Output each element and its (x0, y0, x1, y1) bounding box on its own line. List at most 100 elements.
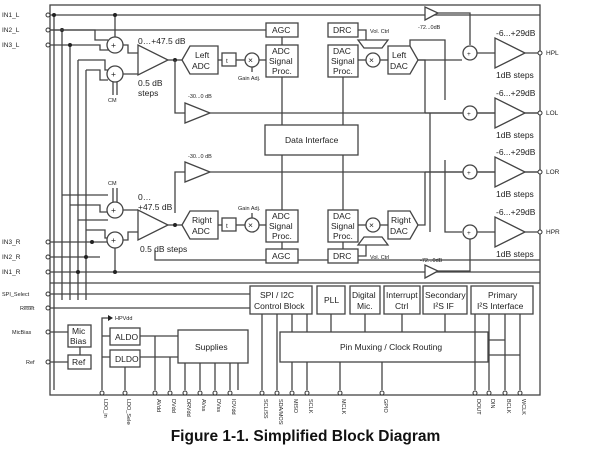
left-pga: 0…+47.5 dB 0.5 dB steps (123, 36, 186, 98)
dac-proc-label: Signal (331, 56, 355, 66)
pin-label-spi-select: SPI_Select (2, 292, 30, 298)
ref-label: Ref (72, 357, 86, 367)
bypass-amp-top: -72...0dB (418, 5, 471, 45)
adc-proc-label: Signal (269, 221, 293, 231)
pin-scl-ss (259, 390, 265, 396)
cm-label-top: CM (108, 98, 117, 104)
pin-label-in2-l: IN2_L (2, 27, 20, 34)
left-adc-label-2: ADC (192, 61, 210, 71)
figure-caption: Figure 1-1. Simplified Block Diagram (170, 428, 441, 445)
pin-label-mclk: MCLK (340, 399, 346, 415)
pin-avdd (152, 390, 158, 396)
pin-miso (289, 390, 295, 396)
gain-adj-top: Gain Adj. (238, 76, 261, 82)
pga-gain-top: 0…+47.5 dB (138, 36, 186, 46)
pin-label-dout: DOUT (475, 399, 481, 415)
tpi-label: t (226, 223, 228, 230)
right-adc-label-1: Right (192, 215, 212, 225)
pin-ldo-in (99, 390, 105, 396)
pin-micbias (45, 329, 51, 335)
mult-symbol: × (248, 55, 253, 65)
hpvdd-label: HPVdd (115, 316, 132, 322)
lor-amp (494, 155, 527, 189)
right-adc-path: Right ADC t × Gain Adj. ADC Signal Proc.… (181, 155, 299, 264)
cm-label-bottom: CM (108, 181, 117, 187)
pin-label-scl-ss: SCL/SS (262, 399, 268, 419)
pin-label-drvdd: DRVdd (185, 399, 191, 417)
pin-lor (537, 169, 543, 175)
pin-dvdd (167, 390, 173, 396)
pin-hpl (537, 50, 543, 56)
out-steps-hpr: 1dB steps (496, 249, 534, 259)
pin-ref (45, 359, 51, 365)
vol-ctrl-mux-top (356, 39, 390, 49)
pin-reset (45, 305, 51, 311)
dac-proc-label: Proc. (333, 231, 353, 241)
block-diagram: IN1_L IN2_L IN3_L IN3_R IN2_R IN1_R + + … (2, 4, 560, 425)
mic-bias-label-1: Mic (72, 326, 86, 336)
pin-in3-r (45, 239, 51, 245)
tpi-block-top (221, 52, 237, 67)
pin-avss (197, 390, 203, 396)
out-steps-lor: 1dB steps (496, 189, 534, 199)
sum-symbol: + (111, 40, 116, 50)
secondary-i2s-block (422, 285, 468, 315)
pin-in3-l (45, 42, 51, 48)
vol-ctrl-top: Vol. Ctrl (370, 29, 389, 35)
mult-symbol: × (369, 220, 374, 230)
right-input-mixers: CM + + 0… +47.5 dB 0.5 dB steps (106, 181, 540, 261)
pin-label-in2-r: IN2_R (2, 254, 21, 261)
pin-dvss (212, 390, 218, 396)
pin-drvdd (182, 390, 188, 396)
primary-i2s-block (470, 285, 534, 315)
pga-steps-top-2: steps (138, 88, 158, 98)
hpr-amp (494, 215, 527, 249)
adc-proc-label: ADC (272, 46, 290, 56)
vol-ctrl-mux-bottom (356, 236, 390, 246)
pin-label-sclk: SCLK (307, 399, 313, 414)
pin-bclk (502, 390, 508, 396)
out-gain-hpl: -6...+29dB (496, 28, 536, 38)
pin-label-micbias: MicBias (12, 330, 32, 336)
right-adc-label-2: ADC (192, 226, 210, 236)
pin-in1-l (45, 12, 51, 18)
sum-symbol: + (111, 235, 116, 245)
dac-signal-proc-bottom (327, 209, 359, 243)
dac-proc-label: DAC (333, 211, 351, 221)
pin-label-avdd: AVdd (155, 399, 161, 412)
adc-proc-label: ADC (272, 211, 290, 221)
secondary-i2s-label-2: I²S IF (433, 301, 454, 311)
secondary-i2s-label-1: Secondary (425, 290, 466, 300)
pin-label-in3-r: IN3_R (2, 239, 21, 246)
pga-left-triangle (137, 43, 170, 77)
pin-label-sda-mosi: SDA/MOSI (277, 399, 283, 425)
spi-i2c-label-1: SPI / I2C (260, 290, 294, 300)
bypass-amp-top-triangle (424, 5, 440, 22)
out-steps-lol: 1dB steps (496, 130, 534, 140)
right-dac (387, 210, 419, 240)
data-interface-block (264, 124, 359, 156)
sum-symbol: + (467, 230, 471, 237)
bypass-gain-top: -72...0dB (418, 25, 441, 31)
interrupt-label-1: Interrupt (386, 290, 418, 300)
pin-label-dvss: DVss (215, 399, 221, 412)
primary-i2s-label-2: I²S Interface (477, 301, 524, 311)
pin-label-miso: MISO (292, 399, 298, 414)
pin-label-ldo-in: LDO_in (102, 399, 108, 418)
mult-symbol: × (248, 220, 253, 230)
pin-label-wclk: WCLK (520, 399, 526, 415)
input-pins-left: IN1_L IN2_L IN3_L (2, 12, 51, 49)
pin-hpr (537, 229, 543, 235)
mix-amp-top-triangle (184, 102, 212, 124)
mixamp-gain-top: -30...0 dB (188, 94, 212, 100)
sum-symbol: + (467, 111, 471, 118)
bypass-amp-bottom: -72...0dB (420, 232, 471, 280)
mic-bias-label-2: Bias (70, 336, 87, 346)
drc-label: DRC (333, 251, 351, 261)
left-dac-label-1: Left (392, 50, 407, 60)
pin-label-ref: Ref (26, 360, 35, 366)
left-dac-label-2: DAC (390, 61, 408, 71)
left-adc-label-1: Left (195, 50, 210, 60)
lol-amp (494, 96, 527, 130)
dac-proc-label: DAC (333, 46, 351, 56)
